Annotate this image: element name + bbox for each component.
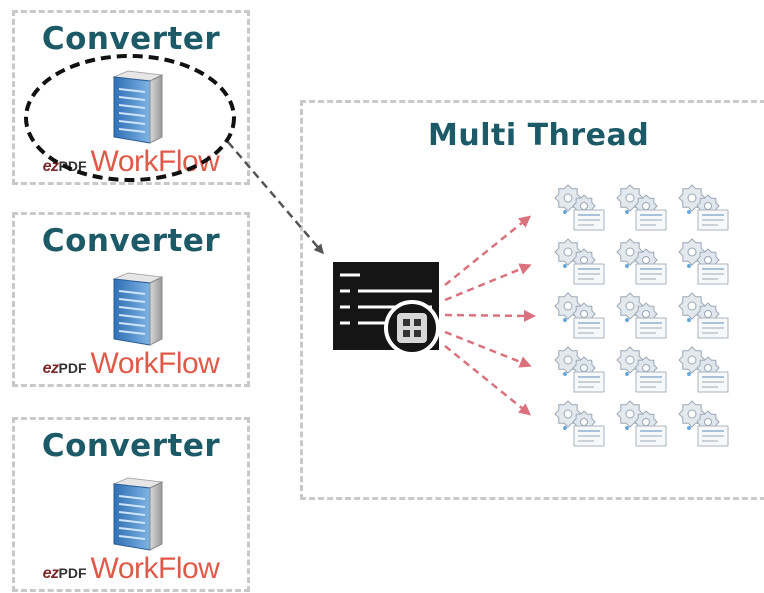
server-icon [112, 70, 164, 144]
brand-workflow: WorkFlow [90, 347, 220, 380]
gear-document-icon [616, 400, 667, 447]
gear-document-icon [678, 292, 729, 339]
gear-document-icon [616, 346, 667, 393]
dispatch-arrow [227, 141, 324, 255]
selection-ellipse [24, 54, 236, 182]
gear-document-icon [554, 346, 605, 393]
brand-pdf: PDF [58, 565, 87, 581]
converter-title: Converter [41, 223, 221, 259]
gear-document-icon [554, 238, 605, 285]
gear-document-icon [616, 184, 667, 231]
multi-thread-title: Multi Thread [428, 118, 650, 153]
gear-document-icon [554, 292, 605, 339]
gear-document-icon [678, 346, 729, 393]
brand-workflow: WorkFlow [90, 552, 220, 585]
thread-arrow [444, 330, 532, 368]
brand-workflow: WorkFlow [90, 145, 220, 178]
gear-document-icon [554, 400, 605, 447]
thread-arrow [444, 309, 536, 322]
converter-title: Converter [41, 21, 221, 57]
server-icon [112, 477, 164, 551]
server-icon [112, 272, 164, 346]
gear-document-icon [678, 238, 729, 285]
brand-pdf: PDF [58, 158, 87, 174]
thread-dispatcher-icon [333, 262, 440, 356]
gear-document-icon [616, 238, 667, 285]
thread-arrow [444, 215, 532, 286]
thread-arrow [444, 345, 532, 416]
multi-thread-box [300, 100, 764, 500]
gear-document-icon [678, 400, 729, 447]
brand-ez: ez [42, 360, 59, 377]
gear-document-icon [678, 184, 729, 231]
converter-title: Converter [41, 428, 221, 464]
brand-ez: ez [42, 565, 59, 582]
gear-document-icon [616, 292, 667, 339]
thread-arrow [444, 263, 532, 302]
gear-document-icon [554, 184, 605, 231]
brand-pdf: PDF [58, 360, 87, 376]
